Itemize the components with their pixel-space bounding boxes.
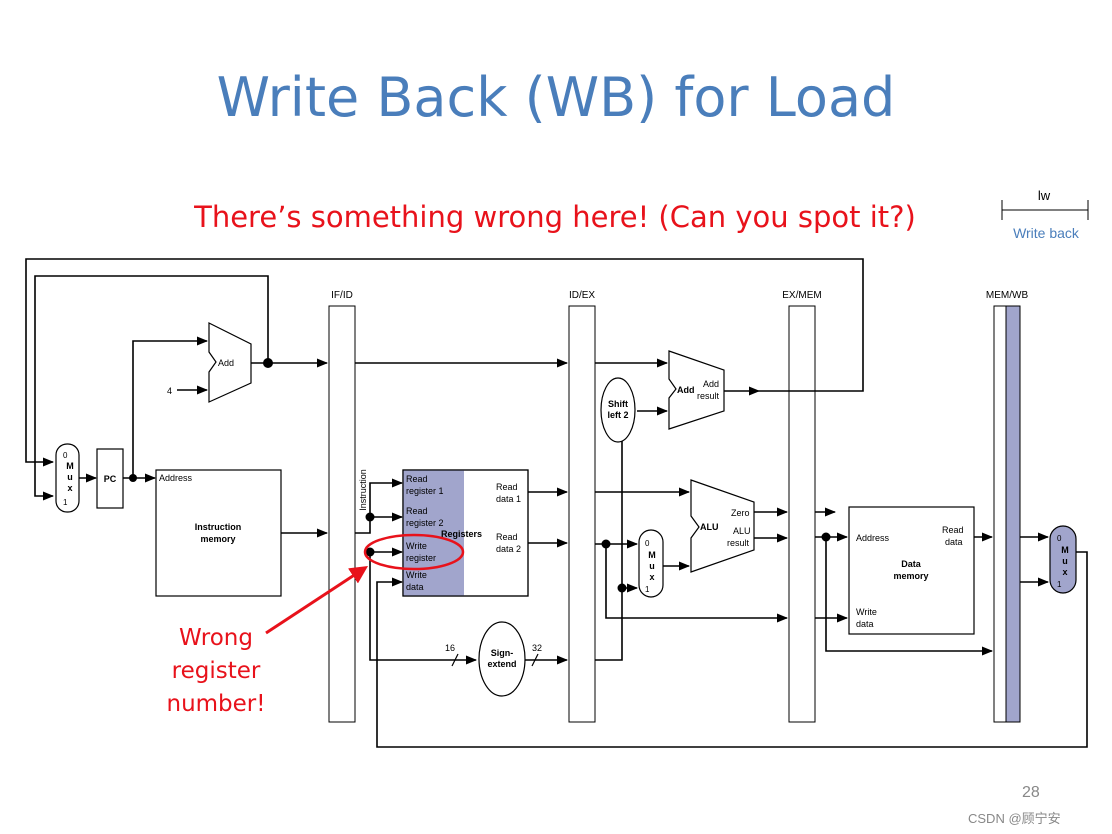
- svg-text:Data: Data: [901, 559, 922, 569]
- svg-text:data 2: data 2: [496, 544, 521, 554]
- stage-key-instruction: lw: [1038, 188, 1051, 203]
- if-id-register: [328, 305, 356, 723]
- svg-text:1: 1: [63, 498, 68, 507]
- constant-four: 4: [167, 386, 172, 396]
- svg-text:data: data: [945, 537, 963, 547]
- svg-text:Write: Write: [406, 570, 427, 580]
- ex-mem-register: [788, 305, 816, 723]
- svg-text:PC: PC: [104, 474, 117, 484]
- svg-text:result: result: [697, 391, 720, 401]
- svg-text:M: M: [648, 550, 656, 560]
- svg-text:memory: memory: [200, 534, 235, 544]
- svg-text:u: u: [67, 472, 73, 482]
- svg-text:memory: memory: [893, 571, 928, 581]
- page-number: 28: [1022, 784, 1040, 801]
- wrong-register-annotation: Wrong register number!: [166, 625, 266, 717]
- svg-text:register 1: register 1: [406, 486, 444, 496]
- id-ex-label: ID/EX: [569, 290, 595, 301]
- program-counter: PC: [96, 448, 124, 509]
- svg-text:data 1: data 1: [496, 494, 521, 504]
- svg-text:extend: extend: [487, 659, 516, 669]
- svg-text:u: u: [1062, 556, 1068, 566]
- svg-text:Read: Read: [496, 482, 518, 492]
- svg-text:Instruction: Instruction: [195, 522, 242, 532]
- mem-wb-label: MEM/WB: [986, 290, 1029, 301]
- svg-text:32: 32: [532, 643, 542, 653]
- svg-text:ALU: ALU: [733, 526, 751, 536]
- svg-text:0: 0: [645, 539, 650, 548]
- svg-text:data: data: [856, 619, 874, 629]
- svg-text:Sign-: Sign-: [491, 648, 514, 658]
- svg-text:Read: Read: [406, 474, 428, 484]
- svg-text:Add: Add: [703, 379, 719, 389]
- svg-text:u: u: [649, 561, 655, 571]
- svg-text:Read: Read: [406, 506, 428, 516]
- svg-text:0: 0: [1057, 534, 1062, 543]
- svg-text:Zero: Zero: [731, 508, 750, 518]
- svg-text:M: M: [1061, 545, 1069, 555]
- sign-extend-unit: Sign- extend 16 32: [445, 621, 542, 697]
- svg-text:x: x: [649, 572, 654, 582]
- write-register-highlight: [265, 533, 465, 635]
- svg-text:Address: Address: [856, 533, 890, 543]
- svg-text:Read: Read: [942, 525, 964, 535]
- svg-text:0: 0: [63, 451, 68, 460]
- data-memory: Address Read data Data memory Write data: [848, 506, 975, 635]
- warning-subtitle: There’s something wrong here! (Can you s…: [194, 200, 916, 234]
- svg-text:1: 1: [645, 585, 650, 594]
- datapath-wires: [25, 258, 1088, 748]
- stage-key: lw Write back: [1001, 188, 1089, 241]
- instruction-memory: Address Instruction memory: [155, 469, 282, 597]
- svg-text:Add: Add: [218, 358, 234, 368]
- shift-left-2-unit: Shift left 2: [600, 377, 636, 443]
- instruction-field-label: Instruction: [358, 469, 368, 511]
- branch-adder: Add Add result: [668, 350, 761, 430]
- pc-adder: Add 4: [167, 322, 252, 403]
- svg-text:x: x: [67, 483, 72, 493]
- register-file: Read register 1 Read register 2 Register…: [402, 469, 529, 597]
- id-ex-register: [568, 305, 596, 723]
- svg-text:Read: Read: [496, 532, 518, 542]
- svg-text:Shift: Shift: [608, 399, 628, 409]
- svg-text:result: result: [727, 538, 750, 548]
- svg-text:M: M: [66, 461, 74, 471]
- slide-title: Write Back (WB) for Load: [216, 66, 896, 129]
- svg-text:16: 16: [445, 643, 455, 653]
- write-back-mux: 0 M u x 1: [1049, 525, 1077, 594]
- svg-text:Write: Write: [856, 607, 877, 617]
- svg-text:left 2: left 2: [607, 410, 628, 420]
- svg-text:Registers: Registers: [441, 529, 482, 539]
- svg-text:x: x: [1062, 567, 1067, 577]
- svg-text:register 2: register 2: [406, 518, 444, 528]
- svg-text:data: data: [406, 582, 424, 592]
- stage-key-stage: Write back: [1013, 225, 1080, 241]
- wire-junctions: [129, 358, 831, 593]
- svg-text:1: 1: [1057, 580, 1062, 589]
- pc-mux: 0 M u x 1: [55, 443, 80, 513]
- svg-text:ALU: ALU: [700, 522, 719, 532]
- svg-text:Write: Write: [406, 541, 427, 551]
- pipeline-registers: IF/ID ID/EX EX/MEM MEM/WB: [328, 290, 1029, 723]
- alu-unit: ALU Zero ALU result: [690, 479, 755, 573]
- ex-mem-label: EX/MEM: [782, 290, 821, 301]
- mem-wb-register-highlight: [1005, 305, 1021, 723]
- csdn-watermark: CSDN @顾宁安: [968, 811, 1061, 826]
- svg-text:Add: Add: [677, 385, 695, 395]
- if-id-label: IF/ID: [331, 290, 353, 301]
- alu-source-mux: 0 M u x 1: [638, 529, 664, 598]
- svg-text:register: register: [406, 553, 436, 563]
- svg-text:Address: Address: [159, 473, 193, 483]
